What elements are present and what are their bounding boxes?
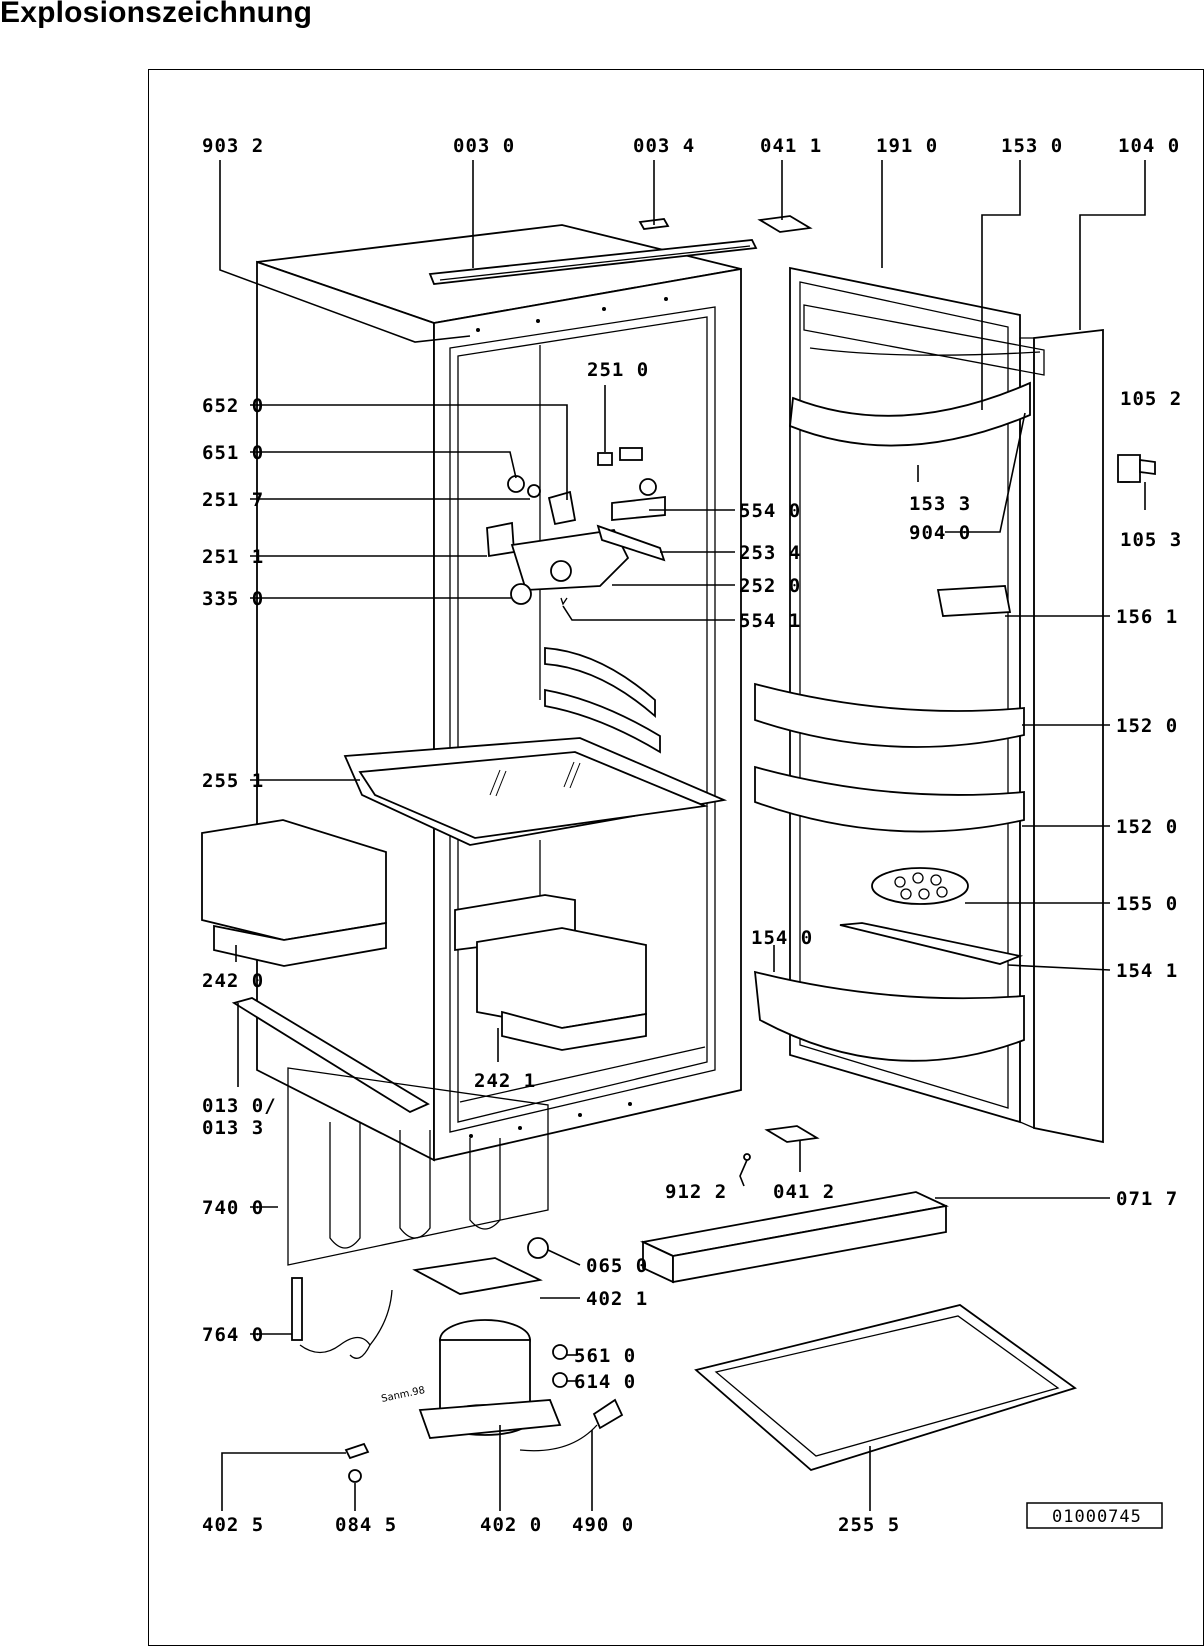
control-parts <box>486 447 666 606</box>
glass-shelf-upper <box>343 737 728 846</box>
label-903-2: 903 2 <box>202 135 264 157</box>
label-904-0: 904 0 <box>909 522 971 544</box>
cabinet-body <box>256 218 758 1162</box>
label-152-0-lower: 152 0 <box>1116 816 1178 838</box>
label-402-0: 402 0 <box>480 1514 542 1536</box>
label-155-0: 155 0 <box>1116 893 1178 915</box>
label-242-0: 242 0 <box>202 970 264 992</box>
label-003-4: 003 4 <box>633 135 695 157</box>
crisper-drawers <box>201 819 647 1051</box>
label-242-1: 242 1 <box>474 1070 536 1092</box>
label-651-0: 651 0 <box>202 442 264 464</box>
label-065-0: 065 0 <box>586 1255 648 1277</box>
drawing-number: 01000745 <box>1052 1507 1142 1527</box>
leader-lines <box>219 160 1146 1511</box>
label-252-0: 252 0 <box>739 575 801 597</box>
label-335-0: 335 0 <box>202 588 264 610</box>
label-764-0: 764 0 <box>202 1324 264 1346</box>
label-071-7: 071 7 <box>1116 1188 1178 1210</box>
label-041-2: 041 2 <box>773 1181 835 1203</box>
label-402-5: 402 5 <box>202 1514 264 1536</box>
label-156-1: 156 1 <box>1116 606 1178 628</box>
label-154-1: 154 1 <box>1116 960 1178 982</box>
label-554-0: 554 0 <box>739 500 801 522</box>
drawing-number-box <box>1026 1502 1163 1529</box>
label-255-5: 255 5 <box>838 1514 900 1536</box>
label-041-1: 041 1 <box>760 135 822 157</box>
label-003-0: 003 0 <box>453 135 515 157</box>
label-013-3: 013 3 <box>202 1117 264 1139</box>
label-402-1: 402 1 <box>586 1288 648 1310</box>
label-740-0: 740 0 <box>202 1197 264 1219</box>
label-013-0: 013 0/ <box>202 1095 277 1117</box>
label-152-0-upper: 152 0 <box>1116 715 1178 737</box>
label-251-0: 251 0 <box>587 359 649 381</box>
label-105-2: 105 2 <box>1120 388 1182 410</box>
label-255-1: 255 1 <box>202 770 264 792</box>
small-note: Sanm.98 <box>380 1385 426 1405</box>
label-153-0: 153 0 <box>1001 135 1063 157</box>
label-912-2: 912 2 <box>665 1181 727 1203</box>
label-652-0: 652 0 <box>202 395 264 417</box>
label-614-0: 614 0 <box>574 1371 636 1393</box>
label-191-0: 191 0 <box>876 135 938 157</box>
label-253-4: 253 4 <box>739 542 801 564</box>
page-title: Explosionszeichnung <box>0 0 313 29</box>
label-554-1: 554 1 <box>739 610 801 632</box>
label-153-3: 153 3 <box>909 493 971 515</box>
label-084-5: 084 5 <box>335 1514 397 1536</box>
label-105-3: 105 3 <box>1120 529 1182 551</box>
label-104-0: 104 0 <box>1118 135 1180 157</box>
door <box>753 215 1156 1144</box>
label-154-0: 154 0 <box>751 927 813 949</box>
label-490-0: 490 0 <box>572 1514 634 1536</box>
part-labels: 903 2 003 0 003 4 041 1 191 0 153 0 104 … <box>202 135 1182 1536</box>
bottom-parts <box>231 997 1077 1483</box>
label-251-1: 251 1 <box>202 546 264 568</box>
label-251-7: 251 7 <box>202 489 264 511</box>
label-561-0: 561 0 <box>574 1345 636 1367</box>
